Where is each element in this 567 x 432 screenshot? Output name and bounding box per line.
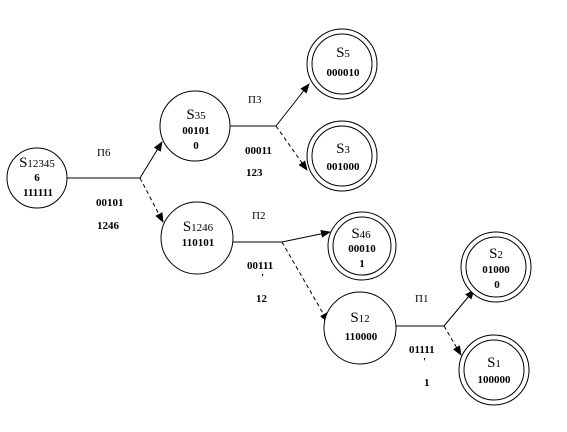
- node-s2-code-1: 01000: [482, 264, 510, 276]
- node-s1-code-1: 100000: [478, 374, 512, 386]
- node-s1246: S1246 110101: [160, 201, 234, 275]
- node-s2-name: S2: [489, 246, 503, 262]
- node-s5: S5 000010: [306, 28, 378, 100]
- node-s1246-code-1: 110101: [182, 237, 214, 249]
- s12-split-connector: [396, 289, 475, 356]
- node-s123456-name: S12345: [19, 155, 55, 171]
- node-s5-name: S5: [336, 45, 350, 61]
- s1246-split-set: 12: [256, 293, 268, 305]
- s35-split-code: 00011: [245, 145, 272, 157]
- node-s35-code-2: 0: [193, 140, 199, 152]
- s35-split-pi: Π3: [248, 94, 262, 106]
- s35-split-labels: Π3 00011 123: [245, 94, 272, 179]
- node-s46-code-2: 1: [359, 258, 365, 270]
- s35-split-connector: [230, 83, 310, 171]
- node-s123456-code-2: 111111: [23, 187, 53, 199]
- root-split-labels: Π6 00101 1246: [96, 147, 124, 232]
- node-s5-code-1: 000010: [327, 67, 361, 79]
- node-s35: S35 00101 0: [159, 90, 231, 162]
- node-s123456-code-1: 6: [34, 172, 40, 184]
- root-split-pi: Π6: [97, 147, 111, 159]
- s12-split-code-mark: ': [423, 356, 426, 368]
- node-s2-code-2: 0: [494, 279, 500, 291]
- node-s46-name: S46: [351, 226, 371, 242]
- s1246-split-pi: Π2: [252, 210, 265, 222]
- node-s12-name: S12: [350, 310, 369, 326]
- s12-split-pi: Π1: [415, 293, 428, 305]
- s35-split-set: 123: [246, 167, 263, 179]
- root-split-code: 00101: [96, 197, 124, 209]
- node-s35-name: S35: [186, 107, 206, 123]
- node-s1: S1 100000: [458, 334, 530, 406]
- node-s12-code-1: 110000: [345, 331, 378, 343]
- node-s3-name: S3: [336, 141, 350, 157]
- node-s2: S2 01000 0: [460, 231, 532, 303]
- s1246-split-labels: Π2 00111 ' 12: [247, 210, 273, 305]
- root-split-connector: [66, 141, 164, 223]
- node-s3-code-1: 001000: [327, 161, 361, 173]
- node-s1246-name: S1246: [183, 219, 214, 235]
- node-s46-code-1: 00010: [348, 243, 376, 255]
- root-split-set: 1246: [97, 220, 120, 232]
- node-s35-code-1: 00101: [182, 125, 210, 137]
- node-s46: S46 00010 1: [327, 211, 397, 281]
- node-s12: S12 110000: [323, 291, 397, 365]
- s1246-split-code-mark: ': [261, 272, 264, 284]
- node-s3: S3 001000: [306, 120, 378, 192]
- s1246-split-code: 00111: [247, 260, 273, 272]
- s12-split-set: 1: [424, 377, 430, 389]
- node-s1-name: S1: [487, 355, 501, 371]
- s12-split-code: 01111: [409, 344, 435, 356]
- s12-split-labels: Π1 01111 ' 1: [409, 293, 435, 389]
- node-s123456: S12345 6 111111: [6, 147, 68, 209]
- s1246-split-connector: [232, 229, 331, 323]
